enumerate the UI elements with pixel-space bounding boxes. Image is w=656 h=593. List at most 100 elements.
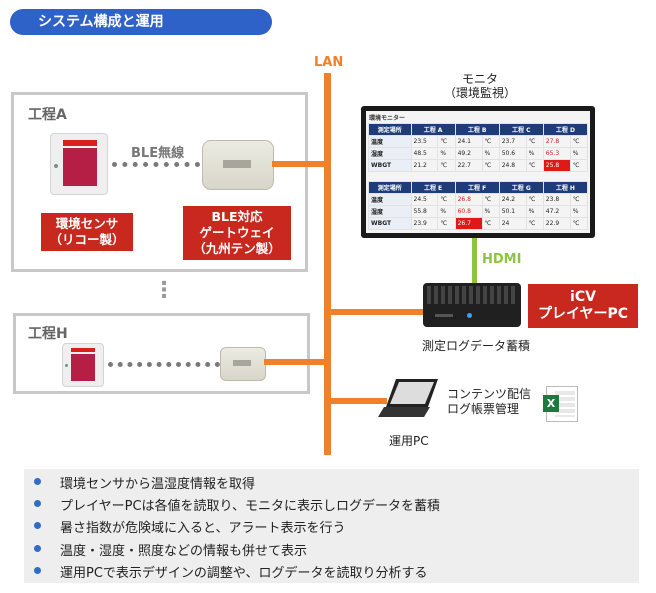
monitor-cell: 23.5 <box>410 135 439 148</box>
environment-sensor-h-icon <box>62 343 104 387</box>
monitor-header-cell: 工程 B <box>454 123 500 136</box>
monitor-cell: 23.9 <box>410 217 439 230</box>
gateway-label-line1: BLE対応 <box>211 209 263 224</box>
monitor-cell: 温度 <box>368 135 412 148</box>
monitor-cell: ℃ <box>569 217 589 230</box>
ops-pc-caption: 運用PC <box>389 434 429 448</box>
monitor-cell: % <box>437 205 456 218</box>
gateway-label-line3: （九州テン製） <box>193 241 281 256</box>
hdmi-link-line <box>472 238 477 284</box>
player-pc-label-line2: プレイヤーPC <box>537 306 629 322</box>
ble-gateway-icon <box>202 140 274 190</box>
monitor-caption: モニタ （環境監視） <box>425 72 535 100</box>
lan-label: LAN <box>314 55 344 70</box>
monitor-header-cell: 測定場所 <box>368 181 412 194</box>
monitor-header-cell: 工程 A <box>410 123 456 136</box>
monitor-screen-title: 環境モニター <box>369 115 406 122</box>
monitor-cell: 55.8 <box>410 205 439 218</box>
bullet-text: プレイヤーPCは各値を読取り、モニタに表示しログデータを蓄積 <box>60 499 441 514</box>
lan-backbone-line <box>324 73 331 455</box>
monitor-cell: ℃ <box>481 159 500 172</box>
ops-pc-notes: コンテンツ配信 ログ帳票管理 <box>447 387 531 417</box>
monitor-cell: 24.1 <box>454 135 483 148</box>
lan-link-gateway-h <box>264 359 327 365</box>
gateway-label-line2: ゲートウェイ <box>199 225 275 240</box>
ble-gateway-h-icon <box>220 347 266 381</box>
monitor-cell: 50.1 <box>498 205 527 218</box>
monitor-header-cell: 工程 D <box>542 123 589 136</box>
ops-pc-note-content: コンテンツ配信 <box>447 387 532 401</box>
ble-link-h <box>108 362 220 367</box>
sensor-label-line2: （リコー製） <box>49 232 125 247</box>
monitor-cell: 60.8 <box>454 205 483 218</box>
monitor-cell: 22.9 <box>542 217 571 230</box>
monitor-header-cell: 測定場所 <box>368 123 412 136</box>
monitor-cell: WBGT <box>368 159 412 172</box>
monitor-cell: 23.7 <box>498 135 527 148</box>
monitor-cell: 24.8 <box>498 159 527 172</box>
process-h-label: 工程H <box>28 326 68 342</box>
feature-bullet-list: 環境センサから温湿度情報を取得 プレイヤーPCは各値を読取り、モニタに表示しログ… <box>24 469 639 583</box>
monitor-cell: 25.8 <box>542 159 571 172</box>
ble-link-a <box>112 162 200 167</box>
monitor-cell: 24.5 <box>410 193 439 206</box>
monitor-cell: ℃ <box>525 135 544 148</box>
monitor-header-cell: 工程 C <box>498 123 544 136</box>
gateway-label: BLE対応 ゲートウェイ （九州テン製） <box>183 206 291 260</box>
monitor-cell: ℃ <box>525 159 544 172</box>
bullet-text: 温度・湿度・照度などの情報も併せて表示 <box>60 544 308 559</box>
monitor-cell: ℃ <box>437 159 456 172</box>
monitor-cell: ℃ <box>481 217 500 230</box>
monitor-cell: % <box>525 147 544 160</box>
monitor-cell: WBGT <box>368 217 412 230</box>
bullet-text: 暑さ指数が危険域に入ると、アラート表示を行う <box>60 521 346 536</box>
bullet-dot-icon <box>34 522 41 529</box>
monitor-cell: 温度 <box>368 193 412 206</box>
monitor-cell: 湿度 <box>368 205 412 218</box>
monitor-cell: 49.2 <box>454 147 483 160</box>
monitor-cell: 50.6 <box>498 147 527 160</box>
ble-label: BLE無線 <box>131 146 185 161</box>
monitor-caption-line1: モニタ <box>461 72 498 86</box>
monitor-cell: 24 <box>498 217 527 230</box>
monitor-cell: 26.7 <box>454 217 483 230</box>
monitor-cell: 21.2 <box>410 159 439 172</box>
monitor-cell: 65.3 <box>542 147 571 160</box>
monitor-cell: ℃ <box>437 193 456 206</box>
monitor-cell: % <box>525 205 544 218</box>
monitor-header-cell: 工程 G <box>498 181 544 194</box>
monitor-cell: 27.8 <box>542 135 571 148</box>
environment-sensor-icon <box>50 133 108 195</box>
sensor-label: 環境センサ （リコー製） <box>41 213 133 251</box>
monitor-cell: % <box>569 205 589 218</box>
monitor-cell: % <box>437 147 456 160</box>
monitor-cell: ℃ <box>437 135 456 148</box>
more-processes-ellipsis: ⋮ <box>153 278 175 303</box>
monitor-cell: 47.2 <box>542 205 571 218</box>
player-pc-caption: 測定ログデータ蓄積 <box>422 339 531 353</box>
monitor-cell: 24.2 <box>498 193 527 206</box>
monitor-cell: 湿度 <box>368 147 412 160</box>
bullet-dot-icon <box>34 567 41 574</box>
lan-link-gateway-a <box>272 161 327 167</box>
monitor-cell: ℃ <box>569 159 589 172</box>
monitor-cell: ℃ <box>525 217 544 230</box>
monitor-header-cell: 工程 H <box>542 181 589 194</box>
lan-link-ops-pc <box>327 398 387 404</box>
monitor-cell: ℃ <box>437 217 456 230</box>
monitor-cell: ℃ <box>569 193 589 206</box>
monitor-cell: % <box>569 147 589 160</box>
sensor-label-line1: 環境センサ <box>55 216 119 231</box>
monitor-header-cell: 工程 E <box>410 181 456 194</box>
hdmi-label: HDMI <box>482 252 522 267</box>
player-pc-label-line1: iCV <box>570 289 596 305</box>
bullet-dot-icon <box>34 500 41 507</box>
